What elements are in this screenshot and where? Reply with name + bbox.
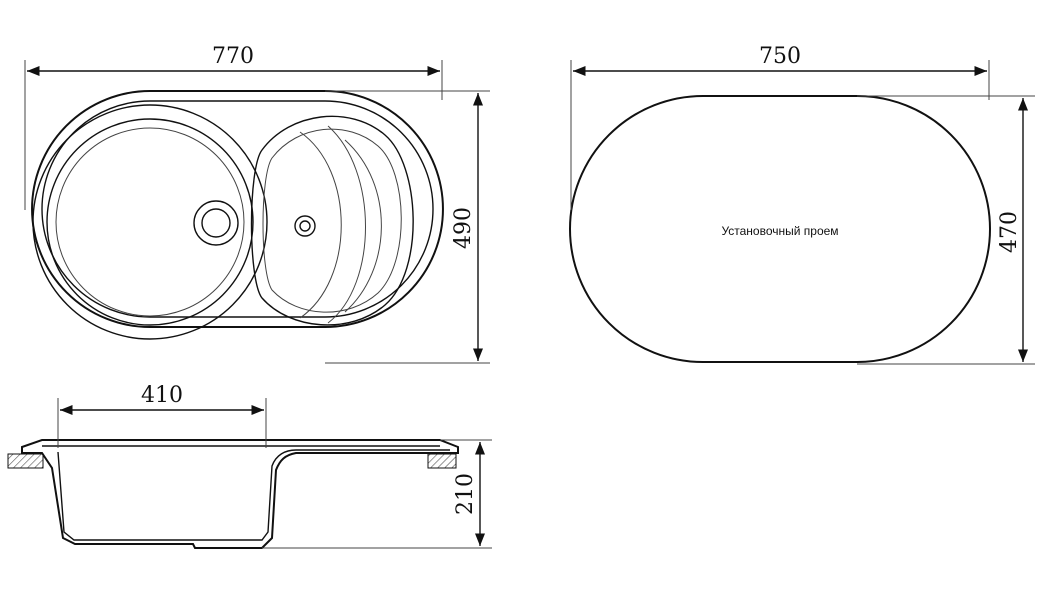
- cutout-width-dimension-label: 750: [759, 44, 801, 69]
- sink-profile-outer: [21, 439, 459, 549]
- cutout-outline: [569, 95, 991, 363]
- main-bowl-bottom: [55, 127, 245, 317]
- drain-outer: [193, 200, 239, 246]
- cutout-caption: Установочный проем: [721, 224, 838, 238]
- side-section-view: 410 210: [7, 383, 492, 549]
- countertop-left-section: [7, 453, 44, 469]
- countertop-right-section: [427, 453, 457, 469]
- sink-top-view: 770 490: [24, 44, 490, 364]
- drain-inner: [201, 208, 231, 238]
- height-dimension-label: 490: [451, 207, 476, 249]
- bowl-width-dimension-label: 410: [141, 383, 183, 408]
- width-dimension-label: 770: [212, 44, 254, 69]
- small-bowl-rib-2: [327, 125, 366, 324]
- overflow-inner: [299, 220, 311, 232]
- cutout-height-dimension-label: 470: [997, 211, 1022, 253]
- small-bowl-rib-1: [299, 131, 342, 319]
- depth-dimension-label: 210: [453, 473, 478, 515]
- overflow-outer: [294, 215, 316, 237]
- sink-outer-outline: [31, 90, 444, 328]
- sink-inner-rim: [41, 100, 434, 318]
- sink-bowl-wall-inner: [57, 449, 450, 541]
- main-bowl-inner: [46, 118, 254, 326]
- small-bowl-rib-3: [344, 139, 382, 313]
- main-bowl-outer: [32, 104, 268, 340]
- small-bowl-inner: [262, 128, 402, 313]
- cutout-view: Установочный проем 750 470: [569, 44, 1035, 365]
- small-bowl-outline: [250, 115, 414, 326]
